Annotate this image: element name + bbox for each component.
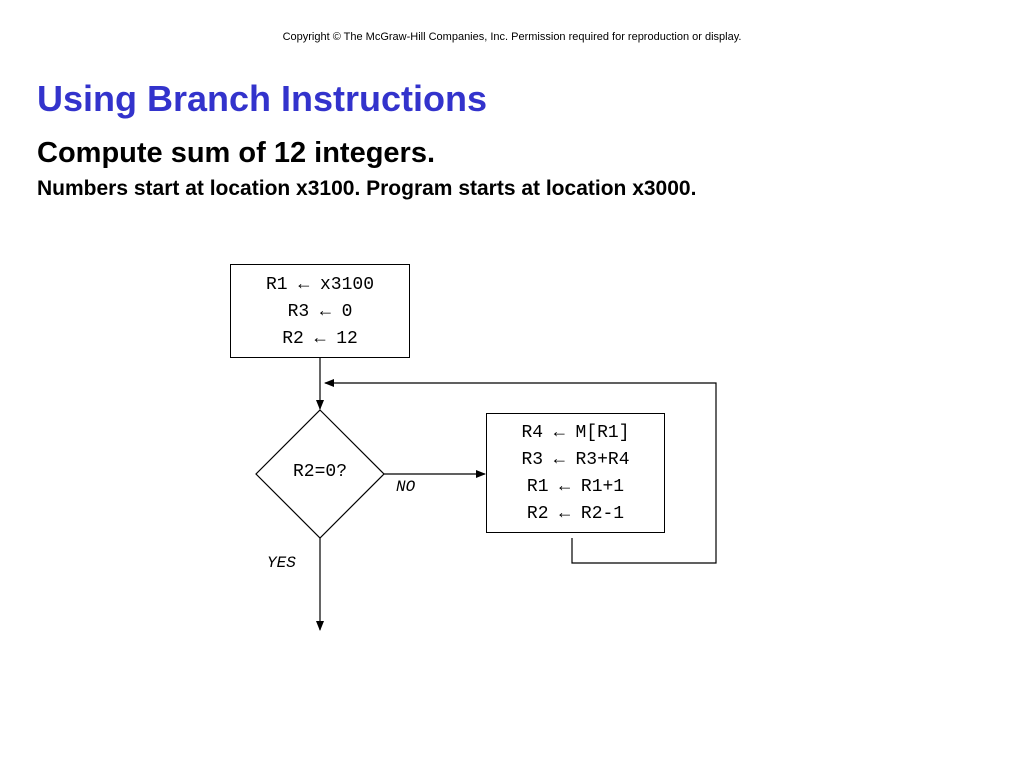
slide-detail: Numbers start at location x3100. Program… (37, 177, 697, 200)
loop-line-1: R4 ← M[R1] (521, 423, 630, 443)
copyright-notice: Copyright © The McGraw-Hill Companies, I… (282, 31, 742, 43)
loop-line-2: R3 ← R3+R4 (521, 450, 630, 470)
slide-title: Using Branch Instructions (37, 78, 488, 119)
init-line-1: R1 ← x3100 (265, 275, 375, 295)
no-label: NO (396, 478, 416, 496)
yes-label: YES (267, 554, 296, 572)
init-line-2: R3 ← 0 (287, 302, 353, 322)
init-line-3: R2 ← 12 (282, 329, 358, 349)
loop-body-box: R4 ← M[R1] R3 ← R3+R4 R1 ← R1+1 R2 ← R2-… (486, 413, 665, 533)
loop-line-4: R2 ← R2-1 (526, 504, 625, 524)
init-box: R1 ← x3100 R3 ← 0 R2 ← 12 (230, 264, 410, 358)
decision-label: R2=0? (292, 462, 347, 482)
loop-line-3: R1 ← R1+1 (526, 477, 625, 497)
edge-loop-back (324, 379, 717, 564)
slide-subtitle: Compute sum of 12 integers. (37, 137, 436, 169)
